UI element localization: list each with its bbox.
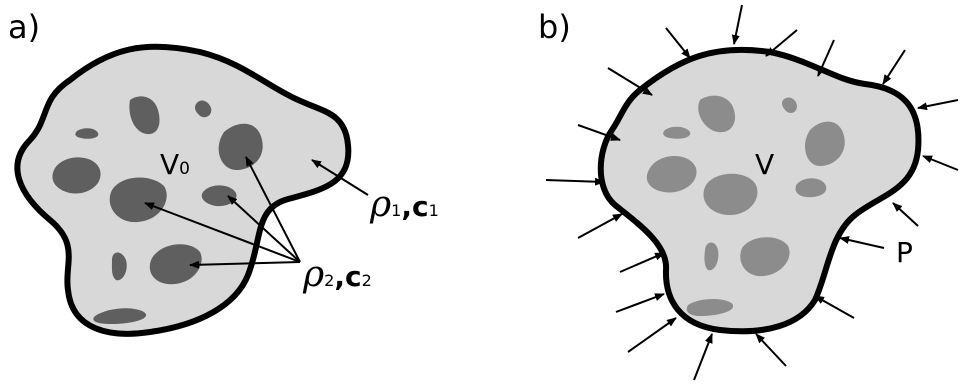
pressure-arrow [616, 294, 664, 312]
panel-a: a) V0 ρ1,c1 ρ2 [8, 8, 439, 334]
pressure-arrow [923, 156, 958, 170]
pressure-arrow [815, 296, 854, 318]
panel-b: b) V [538, 5, 958, 380]
volume-label-b: V [755, 148, 774, 181]
pressure-arrow [893, 203, 918, 226]
pressure-arrow [756, 334, 786, 366]
matrix-label: ρ1,c1 [369, 184, 439, 225]
pressure-arrow [578, 214, 622, 238]
pressure-arrow [608, 68, 652, 95]
panel-a-label: a) [8, 8, 40, 46]
pressure-arrow [883, 50, 905, 84]
pressure-arrow [546, 180, 604, 182]
pressure-label: P [896, 236, 913, 269]
pressure-arrow [840, 238, 884, 248]
pressure-arrow [666, 28, 690, 58]
panel-b-label: b) [538, 8, 571, 46]
pressure-arrow [620, 253, 664, 272]
pressure-arrow [734, 5, 742, 44]
pressure-arrow [694, 334, 712, 380]
pressure-arrow [918, 100, 958, 108]
inclusion-label: ρ2,c2 [302, 254, 372, 295]
pressure-arrow [628, 318, 676, 352]
